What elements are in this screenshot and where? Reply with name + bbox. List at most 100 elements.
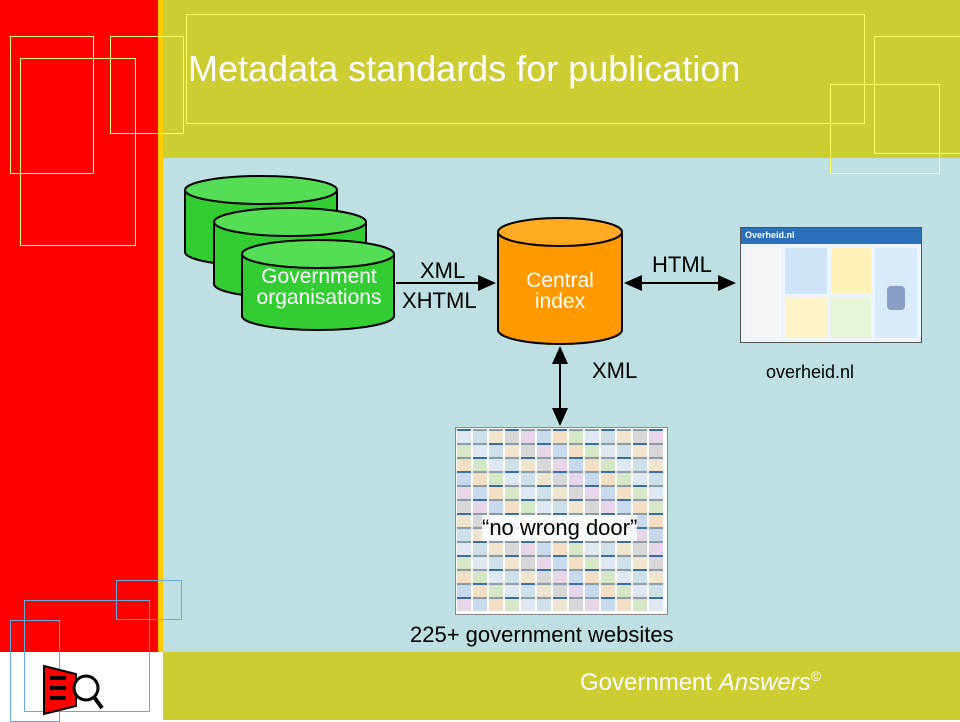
website-thumbnail xyxy=(537,569,551,583)
website-thumbnail xyxy=(505,485,519,499)
website-thumbnail xyxy=(473,485,487,499)
website-thumbnail xyxy=(537,555,551,569)
website-thumbnail xyxy=(505,499,519,513)
website-thumbnail xyxy=(569,569,583,583)
website-thumbnail xyxy=(457,527,471,541)
website-thumbnail xyxy=(601,555,615,569)
website-thumbnail xyxy=(569,429,583,443)
website-thumbnail xyxy=(617,569,631,583)
website-thumbnail xyxy=(585,429,599,443)
website-thumbnail xyxy=(633,499,647,513)
footer-mark: © xyxy=(810,668,822,684)
website-thumbnail xyxy=(505,429,519,443)
website-thumbnail xyxy=(585,597,599,611)
slide-title: Metadata standards for publication xyxy=(188,48,741,89)
central-db-label: Central index xyxy=(526,269,594,313)
website-thumbnail xyxy=(457,471,471,485)
website-thumbnail xyxy=(601,457,615,471)
edge-label-html: HTML xyxy=(652,252,712,277)
website-thumbnail xyxy=(489,429,503,443)
website-thumbnail xyxy=(457,457,471,471)
website-thumbnail xyxy=(553,443,567,457)
website-thumbnail xyxy=(633,485,647,499)
website-thumbnail xyxy=(585,485,599,499)
edge-label-xhtml: XHTML xyxy=(402,288,477,313)
website-thumbnail xyxy=(617,541,631,555)
no-wrong-door-label: “no wrong door” xyxy=(482,515,638,541)
website-thumbnail xyxy=(649,485,663,499)
website-thumbnail xyxy=(537,443,551,457)
website-thumbnail xyxy=(649,583,663,597)
website-thumbnail xyxy=(633,555,647,569)
website-thumbnail xyxy=(521,429,535,443)
website-thumbnail xyxy=(521,597,535,611)
overheid-caption: overheid.nl xyxy=(766,362,855,382)
website-thumbnail xyxy=(569,541,583,555)
website-thumbnail xyxy=(633,541,647,555)
website-thumbnail xyxy=(505,555,519,569)
website-thumbnail xyxy=(649,443,663,457)
website-thumbnail xyxy=(457,541,471,555)
website-thumbnail xyxy=(457,583,471,597)
website-thumbnail xyxy=(601,443,615,457)
website-thumbnail xyxy=(585,541,599,555)
website-thumbnail xyxy=(553,499,567,513)
website-thumbnail xyxy=(537,471,551,485)
website-thumbnail xyxy=(473,583,487,597)
overheid-logo: Overheid.nl xyxy=(745,230,795,240)
footer-italic: Answers xyxy=(718,669,811,696)
website-thumbnail xyxy=(457,597,471,611)
website-thumbnail xyxy=(601,485,615,499)
website-thumbnail xyxy=(633,429,647,443)
logo-icon xyxy=(43,664,104,716)
website-thumbnail xyxy=(521,485,535,499)
website-thumbnail xyxy=(537,541,551,555)
website-thumbnail xyxy=(457,443,471,457)
website-thumbnail xyxy=(569,457,583,471)
website-thumbnail xyxy=(537,583,551,597)
website-thumbnail xyxy=(633,471,647,485)
website-thumbnail xyxy=(457,513,471,527)
website-thumbnail xyxy=(601,429,615,443)
website-thumbnail xyxy=(585,499,599,513)
website-thumbnail xyxy=(473,457,487,471)
website-thumbnail xyxy=(489,583,503,597)
website-thumbnail xyxy=(521,569,535,583)
website-thumbnail xyxy=(649,555,663,569)
website-thumbnail xyxy=(505,569,519,583)
website-thumbnail xyxy=(505,541,519,555)
website-thumbnail xyxy=(473,555,487,569)
website-thumbnail xyxy=(521,541,535,555)
website-thumbnail xyxy=(553,555,567,569)
website-thumbnail xyxy=(569,471,583,485)
website-thumbnail xyxy=(489,443,503,457)
website-thumbnail xyxy=(633,597,647,611)
website-thumbnail xyxy=(537,597,551,611)
website-thumbnail xyxy=(617,429,631,443)
website-thumbnail xyxy=(649,429,663,443)
website-thumbnail xyxy=(585,583,599,597)
website-thumbnail xyxy=(601,597,615,611)
website-thumbnail xyxy=(537,499,551,513)
central-db xyxy=(497,217,623,345)
website-thumbnail xyxy=(553,471,567,485)
website-thumbnail xyxy=(457,569,471,583)
website-thumbnail xyxy=(553,583,567,597)
website-thumbnail xyxy=(569,597,583,611)
website-thumbnail xyxy=(649,457,663,471)
website-thumbnail xyxy=(505,597,519,611)
website-thumbnail xyxy=(457,429,471,443)
website-thumbnail xyxy=(601,499,615,513)
website-thumbnail xyxy=(457,499,471,513)
website-thumbnail xyxy=(473,499,487,513)
website-thumbnail xyxy=(633,443,647,457)
website-thumbnail xyxy=(489,485,503,499)
website-thumbnail xyxy=(617,583,631,597)
website-thumbnail xyxy=(649,471,663,485)
website-thumbnail xyxy=(521,499,535,513)
website-thumbnail xyxy=(569,443,583,457)
website-thumbnail xyxy=(553,597,567,611)
website-thumbnail xyxy=(553,457,567,471)
website-thumbnail xyxy=(521,457,535,471)
